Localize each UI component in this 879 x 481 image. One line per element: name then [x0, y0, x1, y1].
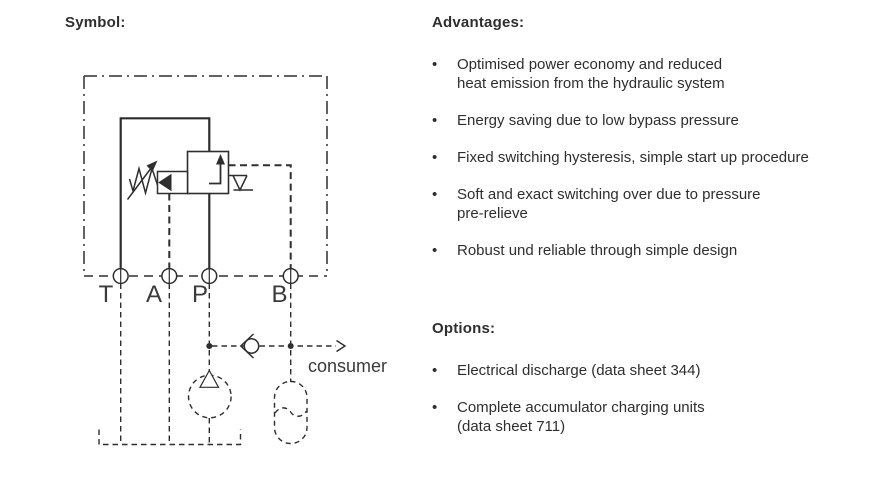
- symbol-heading: Symbol:: [65, 14, 126, 31]
- list-item: • Soft and exact switching over due to p…: [432, 186, 761, 222]
- bullet-icon: •: [432, 112, 438, 129]
- bullet-icon: •: [432, 242, 438, 259]
- list-item: • Complete accumulator charging units(da…: [432, 399, 705, 435]
- valve-spring-icon: [228, 174, 253, 192]
- port-label-t: T: [99, 281, 114, 308]
- consumer-label: consumer: [308, 356, 387, 376]
- bullet-icon: •: [432, 362, 438, 379]
- bullet-icon: •: [432, 399, 438, 416]
- text-column: Advantages: • Optimised power economy an…: [432, 14, 872, 454]
- valve-body: [186, 150, 230, 195]
- junction-dot-b: [287, 343, 294, 349]
- list-item: • Energy saving due to low bypass pressu…: [432, 112, 739, 129]
- accumulator-icon: [273, 380, 308, 445]
- port-label-b: B: [271, 281, 287, 308]
- pilot-line-to-b: [228, 164, 292, 269]
- port-label-a: A: [146, 281, 162, 308]
- adjustable-spring-icon: [128, 165, 159, 196]
- port-label-p: P: [192, 281, 208, 308]
- junction-dot-p: [206, 343, 213, 349]
- options-heading: Options:: [432, 320, 496, 337]
- list-item: • Robust und reliable through simple des…: [432, 242, 738, 259]
- list-item: • Fixed switching hysteresis, simple sta…: [432, 149, 809, 166]
- valve-flow-arrow-icon: [209, 163, 222, 185]
- port-circles: [112, 267, 299, 285]
- check-valve-icon: [239, 333, 260, 359]
- tank-manifold-line: [98, 429, 242, 446]
- spring-adjust-arrow: [126, 167, 153, 200]
- advantages-heading: Advantages:: [432, 14, 525, 31]
- pilot-stage: [126, 160, 189, 200]
- t-channel-line: [119, 117, 211, 269]
- bullet-icon: •: [432, 186, 438, 203]
- consumer-arrowhead-icon: [336, 339, 347, 353]
- pump-icon: [187, 369, 232, 419]
- bullet-icon: •: [432, 56, 438, 73]
- bullet-icon: •: [432, 149, 438, 166]
- options-list: • Electrical discharge (data sheet 344) …: [432, 361, 872, 436]
- list-item: • Electrical discharge (data sheet 344): [432, 362, 701, 379]
- pilot-cone-icon: [158, 173, 172, 192]
